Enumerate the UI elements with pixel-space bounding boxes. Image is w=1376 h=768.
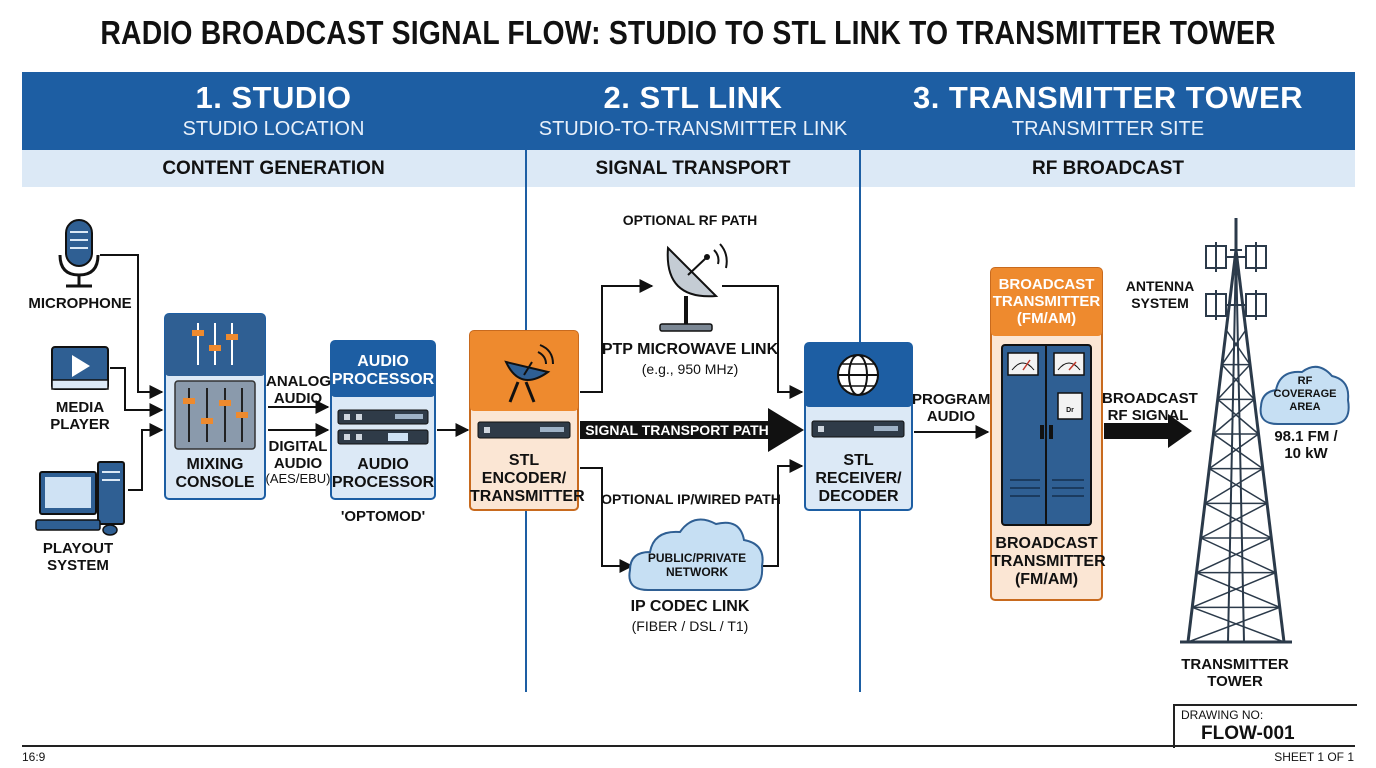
fader-icon	[192, 323, 238, 365]
optional-ip-label: OPTIONAL IP/WIRED PATH	[601, 491, 781, 507]
coverage-cloud-icon	[1259, 365, 1350, 425]
tower-brace	[1217, 398, 1260, 435]
optional-rf-label: OPTIONAL RF PATH	[622, 212, 758, 228]
mixing-console-device	[164, 313, 266, 500]
connector-player-to-mixer	[110, 367, 164, 417]
tower-label: TRANSMITTER TOWER	[1181, 656, 1289, 690]
audio-processor-device	[330, 340, 436, 500]
section-heading: 1. STUDIO	[195, 80, 352, 115]
tower-brace	[1200, 502, 1268, 539]
tower-brace	[1208, 433, 1259, 470]
signal-transport-arrow	[580, 408, 804, 452]
ptp-frequency-label: (e.g., 950 MHz)	[641, 361, 739, 377]
band-content-generation: CONTENT GENERATION	[22, 150, 525, 187]
digital-audio-label: DIGITAL AUDIO	[268, 438, 328, 472]
network-label: PUBLIC/PRIVATE NETWORK	[647, 551, 747, 579]
section-header-stl: 2. STL LINK STUDIO-TO-TRANSMITTER LINK	[527, 72, 859, 150]
network-cloud-icon	[628, 518, 764, 591]
broadcast-rf-label: BROADCAST RF SIGNAL	[1102, 390, 1198, 424]
stl-receiver-label: STL RECEIVER/ DECODER	[815, 452, 902, 505]
transmitter-cabinet-icon	[1001, 344, 1092, 526]
coverage-area-label: RF COVERAGE AREA	[1273, 375, 1337, 413]
analog-audio-label: ANALOG AUDIO	[266, 373, 331, 407]
tower-brace	[1221, 329, 1247, 366]
microphone-label: MICROPHONE	[28, 295, 132, 312]
tower-brace	[1191, 606, 1285, 643]
tower-brace	[1204, 468, 1264, 504]
connector-mic-to-mixer	[100, 254, 164, 399]
broadcast-transmitter-device	[990, 267, 1103, 601]
transmitter-header: BROADCAST TRANSMITTER (FM/AM)	[992, 276, 1101, 327]
signal-transport-label: SIGNAL TRANSPORT PATH	[585, 422, 769, 438]
connector-encoder-to-microwave	[580, 279, 654, 393]
tower-brace	[1196, 571, 1281, 609]
media-player-label: MEDIA PLAYER	[50, 399, 110, 433]
connector-network-to-receiver	[762, 459, 804, 567]
microwave-dish-icon	[659, 243, 728, 332]
stl-encoder-label: STL ENCODER/ TRANSMITTER	[470, 452, 585, 505]
antenna-system-label: ANTENNA SYSTEM	[1125, 278, 1195, 311]
audio-processor-label: AUDIO PROCESSOR	[331, 456, 435, 491]
tower-brace	[1212, 398, 1255, 435]
section-heading: 2. STL LINK	[603, 80, 783, 115]
drawing-no-value: FLOW-001	[1201, 723, 1295, 744]
audio-processor-header: AUDIO PROCESSOR	[331, 353, 435, 388]
section-heading: 3. TRANSMITTER TOWER	[912, 80, 1304, 115]
tower-brace	[1196, 537, 1272, 574]
connector-microwave-to-receiver	[722, 285, 804, 399]
tower-brace	[1217, 364, 1251, 400]
ptp-link-label: PTP MICROWAVE LINK	[601, 341, 779, 358]
section-header-studio: 1. STUDIO STUDIO LOCATION	[22, 72, 525, 150]
drawing-number-box: DRAWING NO: FLOW-001	[1173, 704, 1357, 748]
stl-receiver-device	[804, 342, 913, 511]
mixing-console-label: MIXING CONSOLE	[175, 456, 255, 491]
connector-playout-to-mixer	[128, 423, 164, 491]
tower-brace	[1191, 571, 1276, 609]
playout-system-icon	[35, 461, 125, 536]
section-subheading: STUDIO LOCATION	[182, 118, 365, 140]
transmitter-label: BROADCAST TRANSMITTER (FM/AM)	[991, 535, 1106, 588]
section-header-transmitter: 3. TRANSMITTER TOWER TRANSMITTER SITE	[861, 72, 1355, 150]
ip-codec-label: IP CODEC LINK	[630, 598, 750, 615]
playout-system-label: PLAYOUT SYSTEM	[42, 540, 114, 574]
digital-audio-note: (AES/EBU)	[265, 471, 331, 486]
tower-brace	[1204, 502, 1272, 539]
program-audio-label: PROGRAM AUDIO	[912, 391, 991, 425]
tower-brace	[1208, 468, 1268, 504]
section-subheading: STUDIO-TO-TRANSMITTER LINK	[538, 118, 848, 140]
globe-icon	[837, 354, 879, 396]
band-signal-transport: SIGNAL TRANSPORT	[527, 150, 859, 187]
rack-unit-icon	[337, 409, 429, 445]
meter-label: Dr	[1066, 407, 1074, 414]
frequency-label: 98.1 FM / 10 kW	[1274, 428, 1338, 462]
tower-brace	[1187, 606, 1281, 643]
aspect-ratio-label: 16:9	[22, 750, 46, 764]
tower-brace	[1225, 329, 1251, 366]
band-rf-broadcast: RF BROADCAST	[861, 150, 1355, 187]
tower-brace	[1200, 537, 1276, 574]
media-player-icon	[51, 346, 109, 390]
tower-brace	[1213, 433, 1264, 470]
diagram-title: RADIO BROADCAST SIGNAL FLOW: STUDIO TO S…	[100, 14, 1276, 51]
broadcast-rf-arrow	[1104, 414, 1192, 448]
drawing-no-label: DRAWING NO:	[1181, 708, 1264, 722]
section-subheading: TRANSMITTER SITE	[1011, 118, 1205, 140]
sheet-label: SHEET 1 OF 1	[1274, 750, 1354, 764]
tower-brace	[1221, 364, 1255, 400]
stl-encoder-device	[469, 330, 579, 511]
transmitter-tower-icon	[1180, 218, 1292, 644]
optomod-label: 'OPTOMOD'	[340, 508, 426, 525]
connector-encoder-to-network	[580, 467, 634, 573]
satellite-dish-icon	[504, 344, 554, 403]
microphone-icon	[58, 219, 100, 288]
ip-media-label: (FIBER / DSL / T1)	[631, 618, 749, 634]
